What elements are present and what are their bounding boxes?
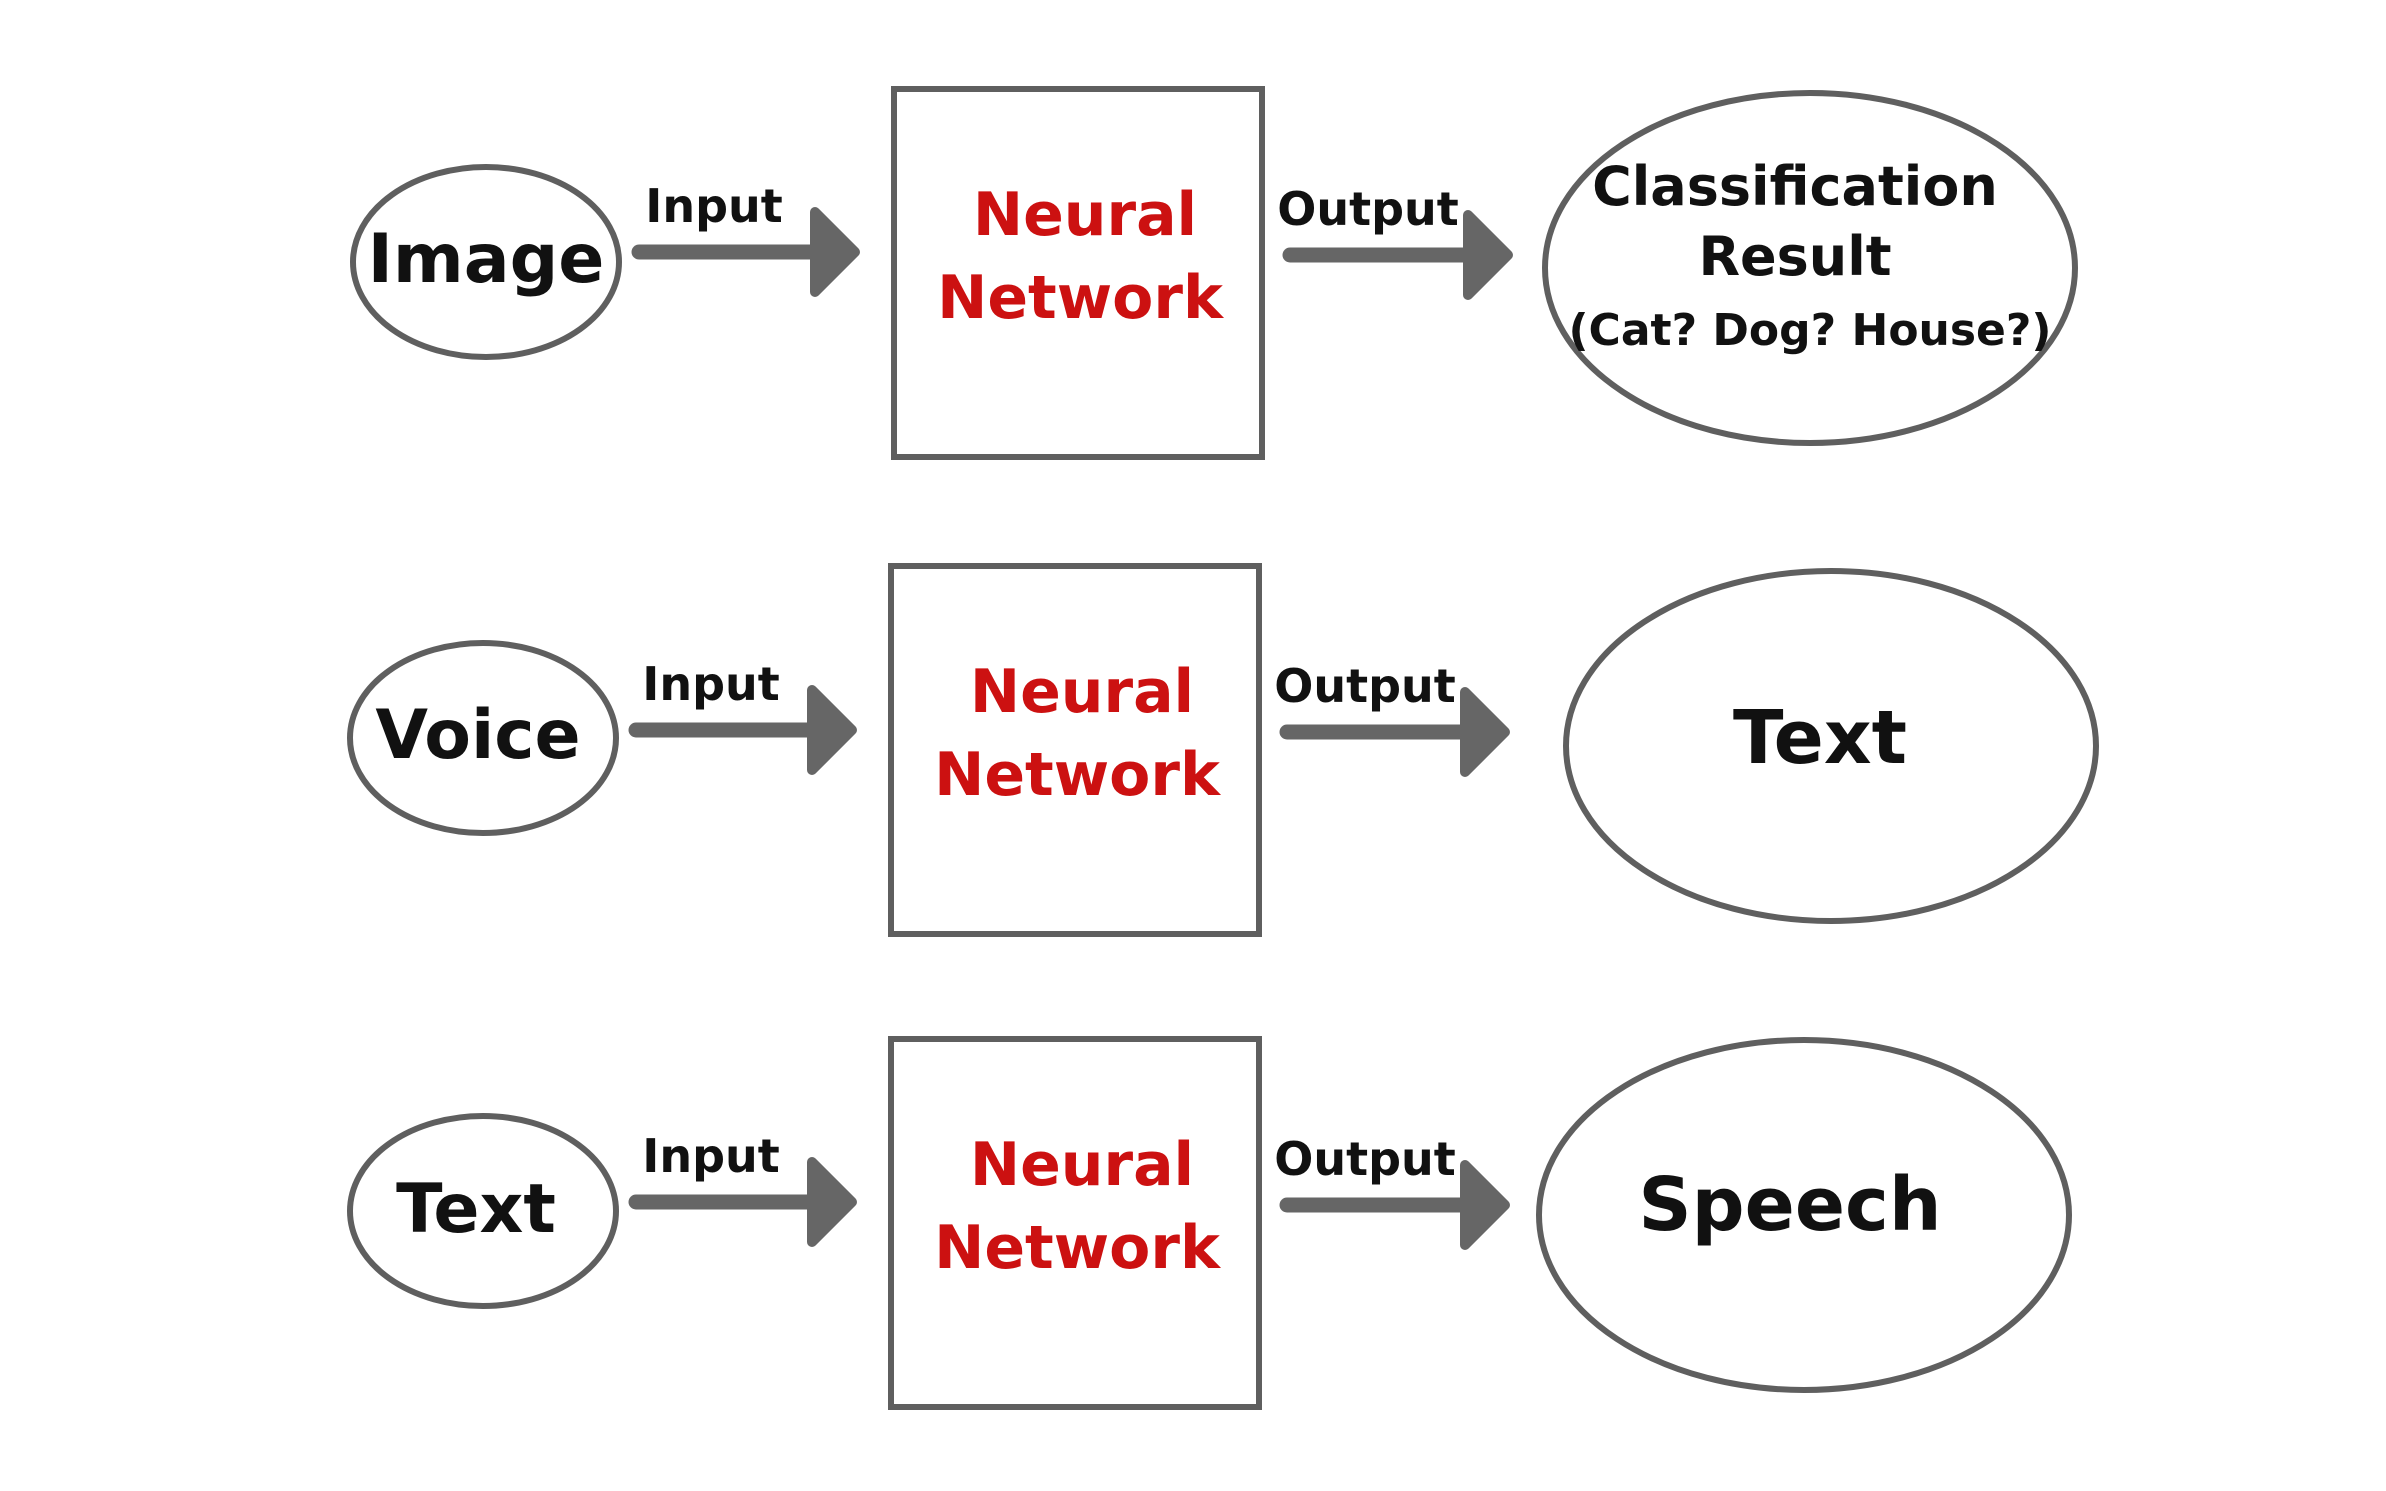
- output-arrow: [1282, 210, 1513, 300]
- input-arrow-label: Input: [642, 1129, 780, 1183]
- input-node-text: [347, 1113, 619, 1309]
- output-node-label-line2: Result: [1698, 225, 1891, 288]
- output-node-label-line1: Classification: [1592, 155, 1998, 218]
- output-node-classification-result: [1542, 90, 2078, 446]
- output-arrow: [1279, 687, 1510, 777]
- neural-network-box: [888, 1036, 1262, 1410]
- neural-network-label-line2: Network: [937, 263, 1225, 333]
- input-node-voice: [347, 640, 619, 836]
- output-node-speech: [1536, 1037, 2072, 1393]
- row-image-classification: Image Input Neural Network Output Classi…: [350, 86, 2078, 460]
- input-node-label: Voice: [375, 696, 580, 775]
- input-node-label: Text: [396, 1170, 556, 1249]
- output-node-label-line3: (Cat? Dog? House?): [1568, 305, 2051, 356]
- neural-network-label-line1: Neural: [970, 657, 1194, 727]
- output-node-text: [1563, 568, 2099, 924]
- input-node-label: Image: [368, 220, 605, 299]
- neural-network-label-line1: Neural: [973, 180, 1197, 250]
- row-speech-recognition: Voice Input Neural Network Output Text: [347, 563, 2099, 937]
- row-text-to-speech: Text Input Neural Network Output Speech: [347, 1036, 2072, 1410]
- input-arrow: [628, 1157, 857, 1247]
- output-arrow-label: Output: [1274, 659, 1456, 713]
- output-node-label-line1: Text: [1733, 695, 1907, 781]
- input-arrow: [628, 685, 857, 775]
- output-node-label-line1: Speech: [1638, 1162, 1941, 1248]
- output-arrow: [1279, 1160, 1510, 1250]
- output-arrow-label: Output: [1274, 1132, 1456, 1186]
- output-arrow-label: Output: [1277, 182, 1459, 236]
- input-arrow-label: Input: [645, 179, 783, 233]
- input-arrow-label: Input: [642, 657, 780, 711]
- neural-network-label-line1: Neural: [970, 1130, 1194, 1200]
- neural-network-box: [888, 563, 1262, 937]
- input-arrow: [631, 207, 860, 297]
- neural-network-label-line2: Network: [934, 740, 1222, 810]
- neural-network-label-line2: Network: [934, 1213, 1222, 1283]
- input-node-image: [350, 164, 622, 360]
- neural-network-box: [891, 86, 1265, 460]
